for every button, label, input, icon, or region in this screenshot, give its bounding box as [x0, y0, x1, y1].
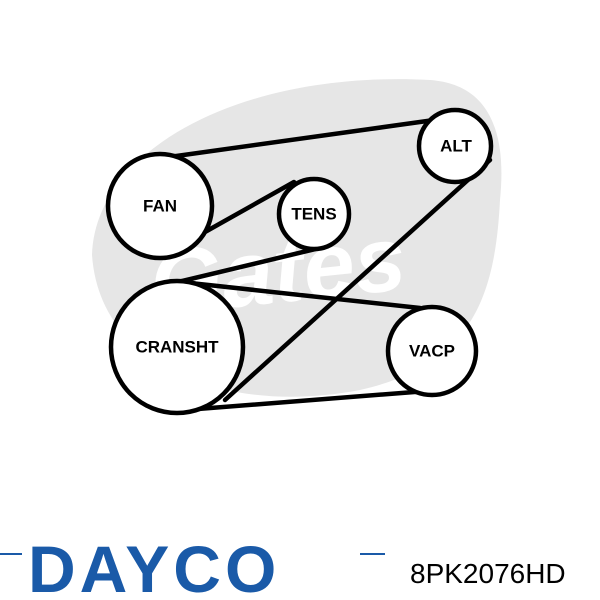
pulley-tens-circle [276, 176, 352, 252]
pulley-cranshaft: CRANSHT [108, 278, 246, 416]
belt-segment-cranshaft-vacp-bottom [182, 387, 443, 413]
pulley-cranshaft-label: CRANSHT [135, 338, 219, 357]
pulley-fan-circle [105, 151, 215, 261]
belt-segment-fan-tens [202, 179, 297, 235]
belt-segment-fan-alt [159, 113, 466, 161]
brand-logo-text: DAYCO [28, 532, 280, 600]
pulley-alt-circle [416, 107, 494, 185]
belt-segment-alt-cranshaft [222, 157, 493, 403]
pulley-alt-label: ALT [440, 137, 472, 156]
pulley-fan: FAN [105, 151, 215, 261]
pulley-tens: TENS [276, 176, 352, 252]
brand-logo: DAYCO [0, 532, 385, 600]
pulley-tens-label: TENS [291, 205, 336, 224]
pulley-vacp: VACP [385, 304, 479, 398]
pulley-vacp-circle [385, 304, 479, 398]
pulley-fan-label: FAN [143, 197, 177, 216]
pulley-alt: ALT [416, 107, 494, 185]
belt-segment-cranshaft-vacp-top [187, 280, 423, 311]
pulley-vacp-label: VACP [409, 342, 455, 361]
part-number: 8PK2076HD [410, 558, 566, 589]
pulley-cranshaft-circle [108, 278, 246, 416]
